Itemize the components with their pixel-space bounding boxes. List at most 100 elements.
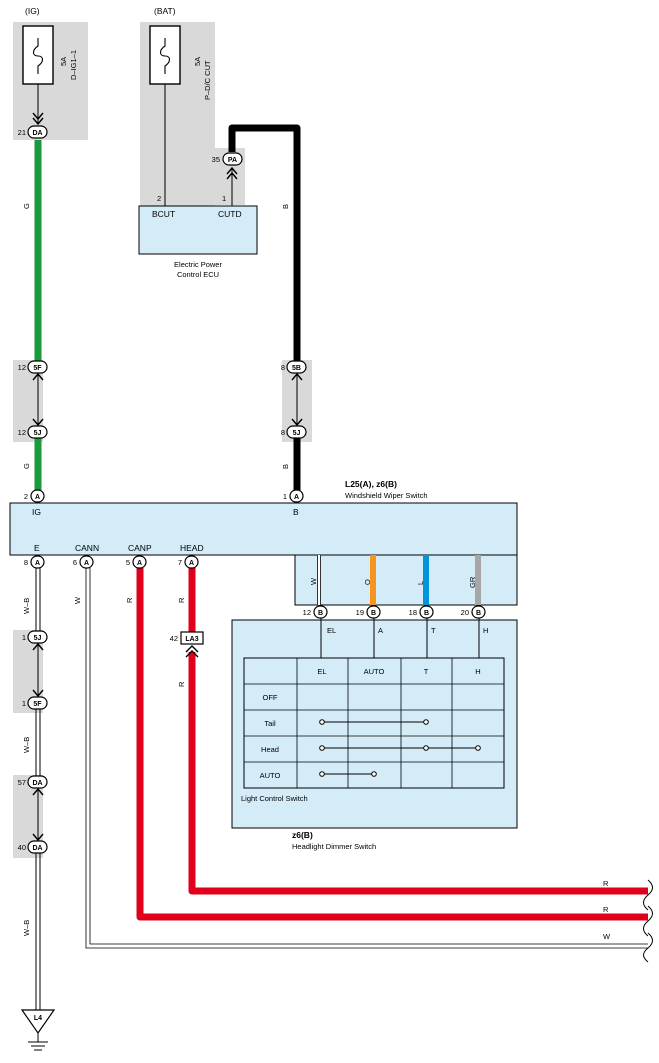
conn-a-canp: A (137, 560, 142, 567)
wire-red-canp (136, 568, 648, 921)
wire-w-inner (89, 568, 648, 945)
pin-5-canp: 5 (126, 558, 130, 567)
terminal-b: B (293, 507, 299, 517)
pin-57: 57 (18, 778, 26, 787)
wiper-switch-name: Windshield Wiper Switch (345, 491, 428, 500)
fuse-icon (159, 38, 171, 74)
conn-a-b: A (294, 494, 299, 501)
pin-12-5f: 12 (18, 363, 26, 372)
conn-pa: PA (228, 157, 237, 164)
row-tail: Tail (264, 719, 276, 728)
pin-8-5b: 8 (281, 363, 285, 372)
ecu-name-2: Control ECU (177, 270, 219, 279)
terminal-a: A (378, 626, 383, 635)
ground-icon (20, 1009, 56, 1051)
wire-w-b (35, 568, 41, 1010)
pin-20-h: 20 (461, 608, 469, 617)
wire-label-wb-1: W–B (22, 598, 31, 614)
wire-red-head-lower (188, 652, 648, 895)
wire-label-r-head: R (177, 597, 186, 603)
wire-label-b-lower: B (281, 464, 290, 469)
fuse1-name: D–IG1–1 (69, 50, 78, 80)
ecu-bcut-label: BCUT (152, 209, 175, 219)
wire-break-marks (643, 879, 653, 963)
conn-da-40: DA (32, 845, 42, 852)
conn-da-top: DA (32, 130, 42, 137)
row-auto: AUTO (260, 771, 281, 780)
pin-1-5j: 1 (22, 633, 26, 642)
wire-label-b-upper: B (281, 204, 290, 209)
conn-la3: LA3 (185, 636, 198, 643)
conn-5j-b: 5J (293, 430, 301, 437)
ground-label: L4 (34, 1015, 42, 1022)
fuse1-rating: 5A (59, 57, 68, 66)
pin-19-a: 19 (356, 608, 364, 617)
wire-label-r-canp: R (125, 597, 134, 603)
wire-color-o: O (363, 579, 372, 585)
light-control-switch-name: Light Control Switch (241, 794, 308, 803)
ecu-pin-1: 1 (222, 194, 226, 203)
row-off: OFF (263, 693, 278, 702)
pin-40: 40 (18, 843, 26, 852)
pin-8-e: 8 (24, 558, 28, 567)
fuse2-rating: 5A (193, 57, 202, 66)
conn-a-head: A (189, 560, 194, 567)
conn-b-12: B (318, 610, 323, 617)
conn-b-18: B (424, 610, 429, 617)
fuse-d-ig1-1 (22, 25, 54, 124)
pin-21: 21 (18, 128, 26, 137)
terminal-t: T (431, 626, 436, 635)
conn-5f: 5F (33, 365, 42, 372)
bat-source-label: (BAT) (154, 6, 176, 16)
row-head: Head (261, 745, 279, 754)
dimmer-name: Headlight Dimmer Switch (292, 842, 376, 851)
terminal-cann: CANN (75, 543, 99, 553)
connector-chevron-icons (32, 112, 303, 842)
wire-label-w: W (73, 596, 82, 604)
wire-label-r-right-2: R (603, 905, 609, 914)
wiper-switch-box (9, 502, 518, 556)
col-el: EL (317, 667, 326, 676)
conn-a-e: A (35, 560, 40, 567)
col-auto: AUTO (364, 667, 385, 676)
conn-b-19: B (371, 610, 376, 617)
switch-continuity-table: EL AUTO T H OFF Tail Head AUTO (243, 657, 505, 789)
internal-wires (317, 555, 481, 605)
wire-label-r-right-1: R (603, 879, 609, 888)
wire-w-outer (85, 568, 648, 949)
pin-42: 42 (170, 634, 178, 643)
pin-12-5j: 12 (18, 428, 26, 437)
terminal-h: H (483, 626, 488, 635)
terminal-head: HEAD (180, 543, 204, 553)
fuse2-name: P–D/C CUT (203, 60, 212, 100)
terminal-canp: CANP (128, 543, 152, 553)
wire-color-l: L (416, 581, 425, 585)
conn-a-cann: A (84, 560, 89, 567)
conn-5f-lower: 5F (33, 701, 42, 708)
pin-1-b: 1 (283, 492, 287, 501)
pin-6-cann: 6 (73, 558, 77, 567)
terminal-el: EL (327, 626, 336, 635)
col-t: T (424, 667, 429, 676)
wire-label-w-right: W (603, 932, 611, 941)
switch-wire-box (294, 554, 518, 606)
wiper-switch-code: L25(A), z6(B) (345, 479, 397, 489)
ig-source-label: (IG) (25, 6, 40, 16)
wire-label-r-la3: R (177, 681, 186, 687)
terminal-e: E (34, 543, 40, 553)
pin-8-5j: 8 (281, 428, 285, 437)
pin-35: 35 (212, 155, 220, 164)
ecu-cutd-label: CUTD (218, 209, 242, 219)
pin-12-el: 12 (303, 608, 311, 617)
wire-label-wb-2: W–B (22, 737, 31, 753)
col-h: H (475, 667, 480, 676)
wire-label-wb-3: W–B (22, 920, 31, 936)
switch-terminal-lines (320, 617, 480, 658)
ecu-name-1: Electric Power (174, 260, 222, 269)
fuse-icon (32, 38, 44, 74)
wire-color-gr: GR (468, 576, 477, 588)
connector-la3-box (180, 631, 204, 645)
continuity-marks (319, 719, 481, 777)
